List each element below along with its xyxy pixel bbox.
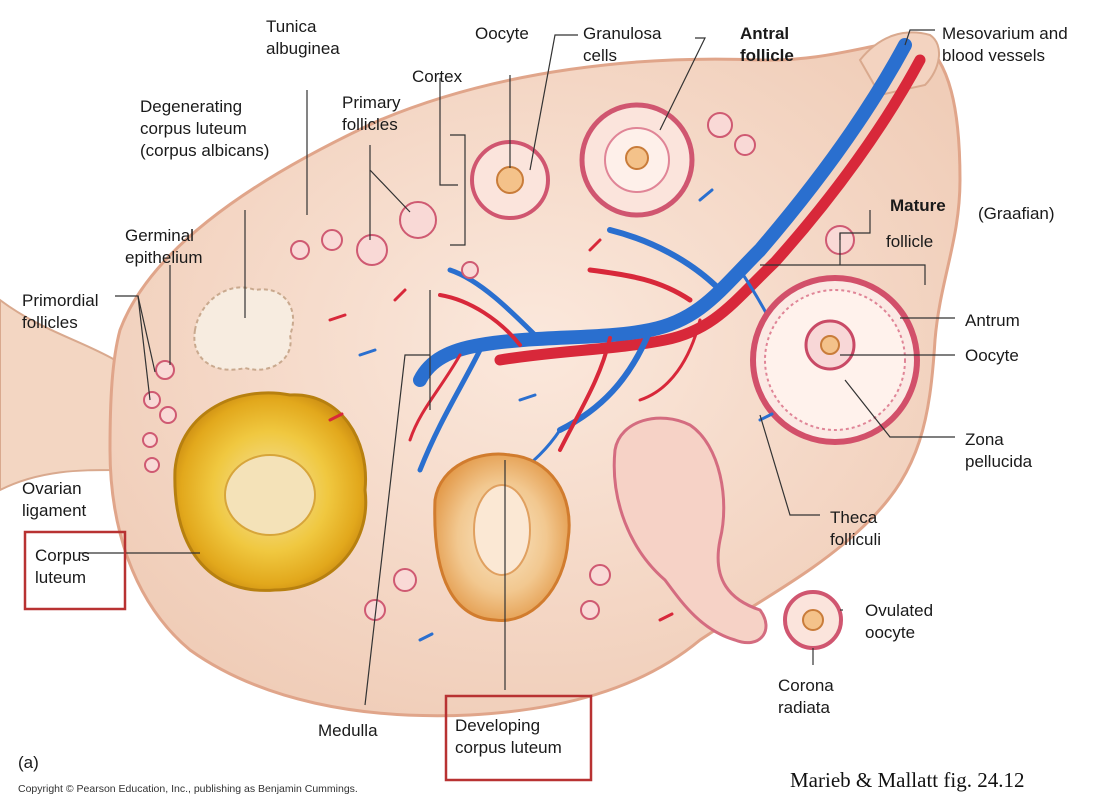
copyright-notice: Copyright © Pearson Education, Inc., pub… — [18, 783, 358, 795]
label-developing-corpus-luteum: Developing corpus luteum — [455, 715, 562, 759]
figure-citation: Marieb & Mallatt fig. 24.12 — [790, 768, 1024, 793]
antral-follicle-shape — [582, 105, 692, 215]
ovulated-oocyte-shape — [785, 592, 841, 648]
label-theca-folliculi: Theca folliculi — [830, 507, 881, 551]
label-oocyte-top: Oocyte — [475, 23, 529, 45]
label-tunica-albuginea: Tunica albuginea — [266, 16, 340, 60]
label-corona-radiata: Corona radiata — [778, 675, 834, 719]
label-mesovarium: Mesovarium and blood vessels — [942, 23, 1068, 67]
label-zona-pellucida: Zona pellucida — [965, 429, 1032, 473]
label-antral-follicle: Antral follicle — [740, 23, 794, 67]
label-ovulated-oocyte: Ovulated oocyte — [865, 600, 933, 644]
label-ovarian-ligament: Ovarian ligament — [22, 478, 86, 522]
label-antrum: Antrum — [965, 310, 1020, 332]
label-cortex: Cortex — [412, 66, 462, 88]
label-medulla: Medulla — [318, 720, 378, 742]
label-graafian: (Graafian) — [978, 203, 1055, 225]
label-oocyte-right: Oocyte — [965, 345, 1019, 367]
label-corpus-luteum: Corpus luteum — [35, 545, 90, 589]
label-mature: Mature — [890, 195, 946, 217]
panel-letter: (a) — [18, 752, 39, 774]
label-degenerating-corpus-luteum: Degenerating corpus luteum (corpus albic… — [140, 96, 269, 162]
label-granulosa-cells: Granulosa cells — [583, 23, 661, 67]
graafian-follicle-shape — [753, 278, 917, 442]
label-follicle: follicle — [886, 231, 933, 253]
label-primordial-follicles: Primordial follicles — [22, 290, 99, 334]
label-germinal-epithelium: Germinal epithelium — [125, 225, 203, 269]
label-primary-follicles: Primary follicles — [342, 92, 401, 136]
